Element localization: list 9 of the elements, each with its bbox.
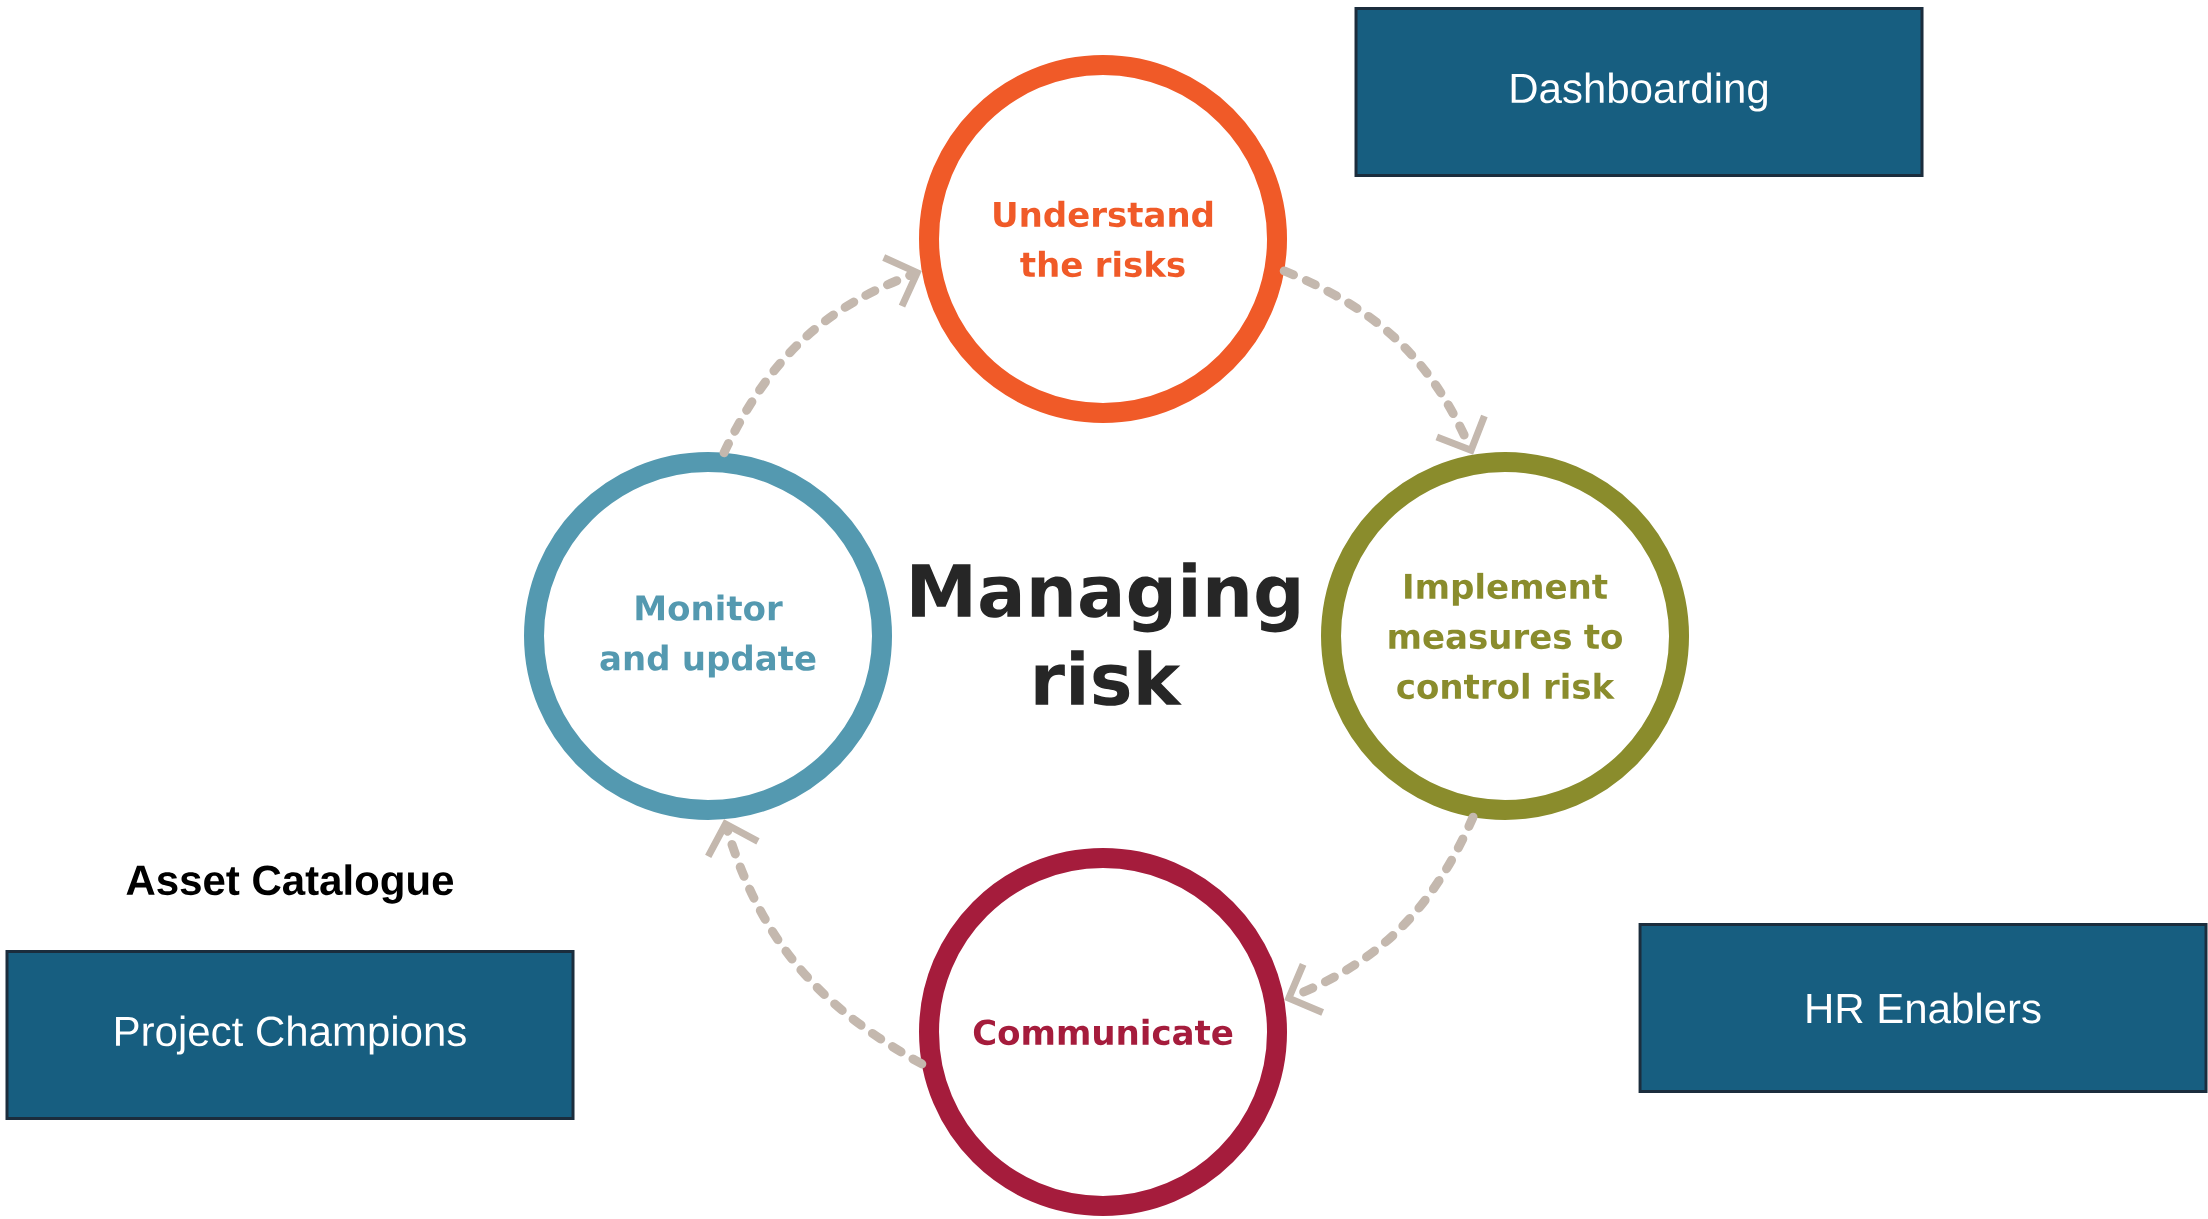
arrow: [1284, 812, 1478, 1016]
label-box: Dashboarding: [1354, 7, 1924, 177]
arrow: [705, 819, 927, 1069]
label-box: Project Champions: [5, 950, 575, 1120]
arrow: [1279, 266, 1488, 455]
center-title: Managing risk: [912, 562, 1299, 706]
label-box: HR Enablers: [1638, 923, 2208, 1093]
arrow: [719, 254, 922, 458]
heading: Asset Catalogue: [126, 864, 454, 904]
